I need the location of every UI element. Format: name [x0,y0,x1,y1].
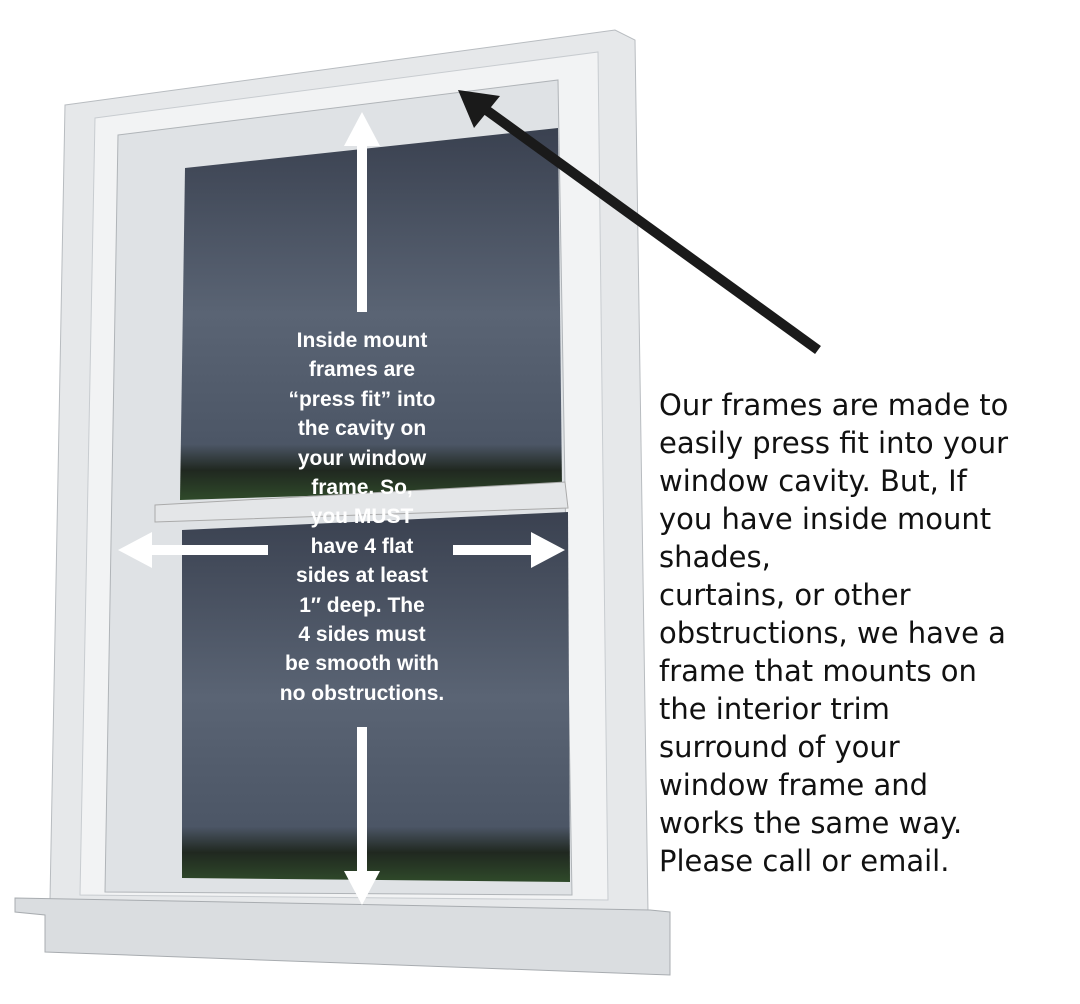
note-line: Our frames are made to [659,388,1009,422]
up-arrow [344,112,380,312]
note-line: Inside mount [296,329,428,352]
down-arrow [344,727,380,905]
lower-glass [182,512,570,882]
trim-mount-note: Our frames are made to easily press fit … [659,386,1008,880]
note-line: the interior trim [659,692,890,726]
note-line: “press fit” into [288,387,436,411]
note-line: window frame and [659,768,929,802]
note-line: frame that mounts on [659,654,977,688]
note-line: easily press fit into your [659,426,1009,460]
note-line: the cavity on [297,417,427,441]
meeting-rail [154,481,569,523]
note-line: no obstructions. [279,681,445,705]
window-sill [14,897,671,976]
note-line: your window [297,446,427,470]
note-line: frames are [308,358,416,382]
left-arrow [118,532,268,568]
note-line: obstructions, we have a [659,616,1006,650]
pointer-arrow [458,90,821,355]
note-line: surround of your [659,730,900,764]
right-arrow [453,532,565,568]
note-line: sides at least [296,564,428,588]
note-line: you have inside mount [659,502,992,536]
note-line: Please call or email. [659,844,950,878]
note-line: works the same way. [659,806,963,840]
inside-mount-note: Inside mount frames are “press fit” into… [232,326,492,708]
note-line: have 4 flat [310,534,414,558]
upper-glass [180,128,562,500]
note-line: window cavity. But, If [659,464,967,498]
note-line: 1″ deep. The [299,593,425,617]
note-line: 4 sides must [298,623,426,647]
note-line: frame. So, [311,476,413,500]
note-line: you MUST [310,505,414,529]
note-line: curtains, or other [659,578,911,612]
note-line: shades, [659,540,771,574]
note-line: be smooth with [285,652,439,676]
